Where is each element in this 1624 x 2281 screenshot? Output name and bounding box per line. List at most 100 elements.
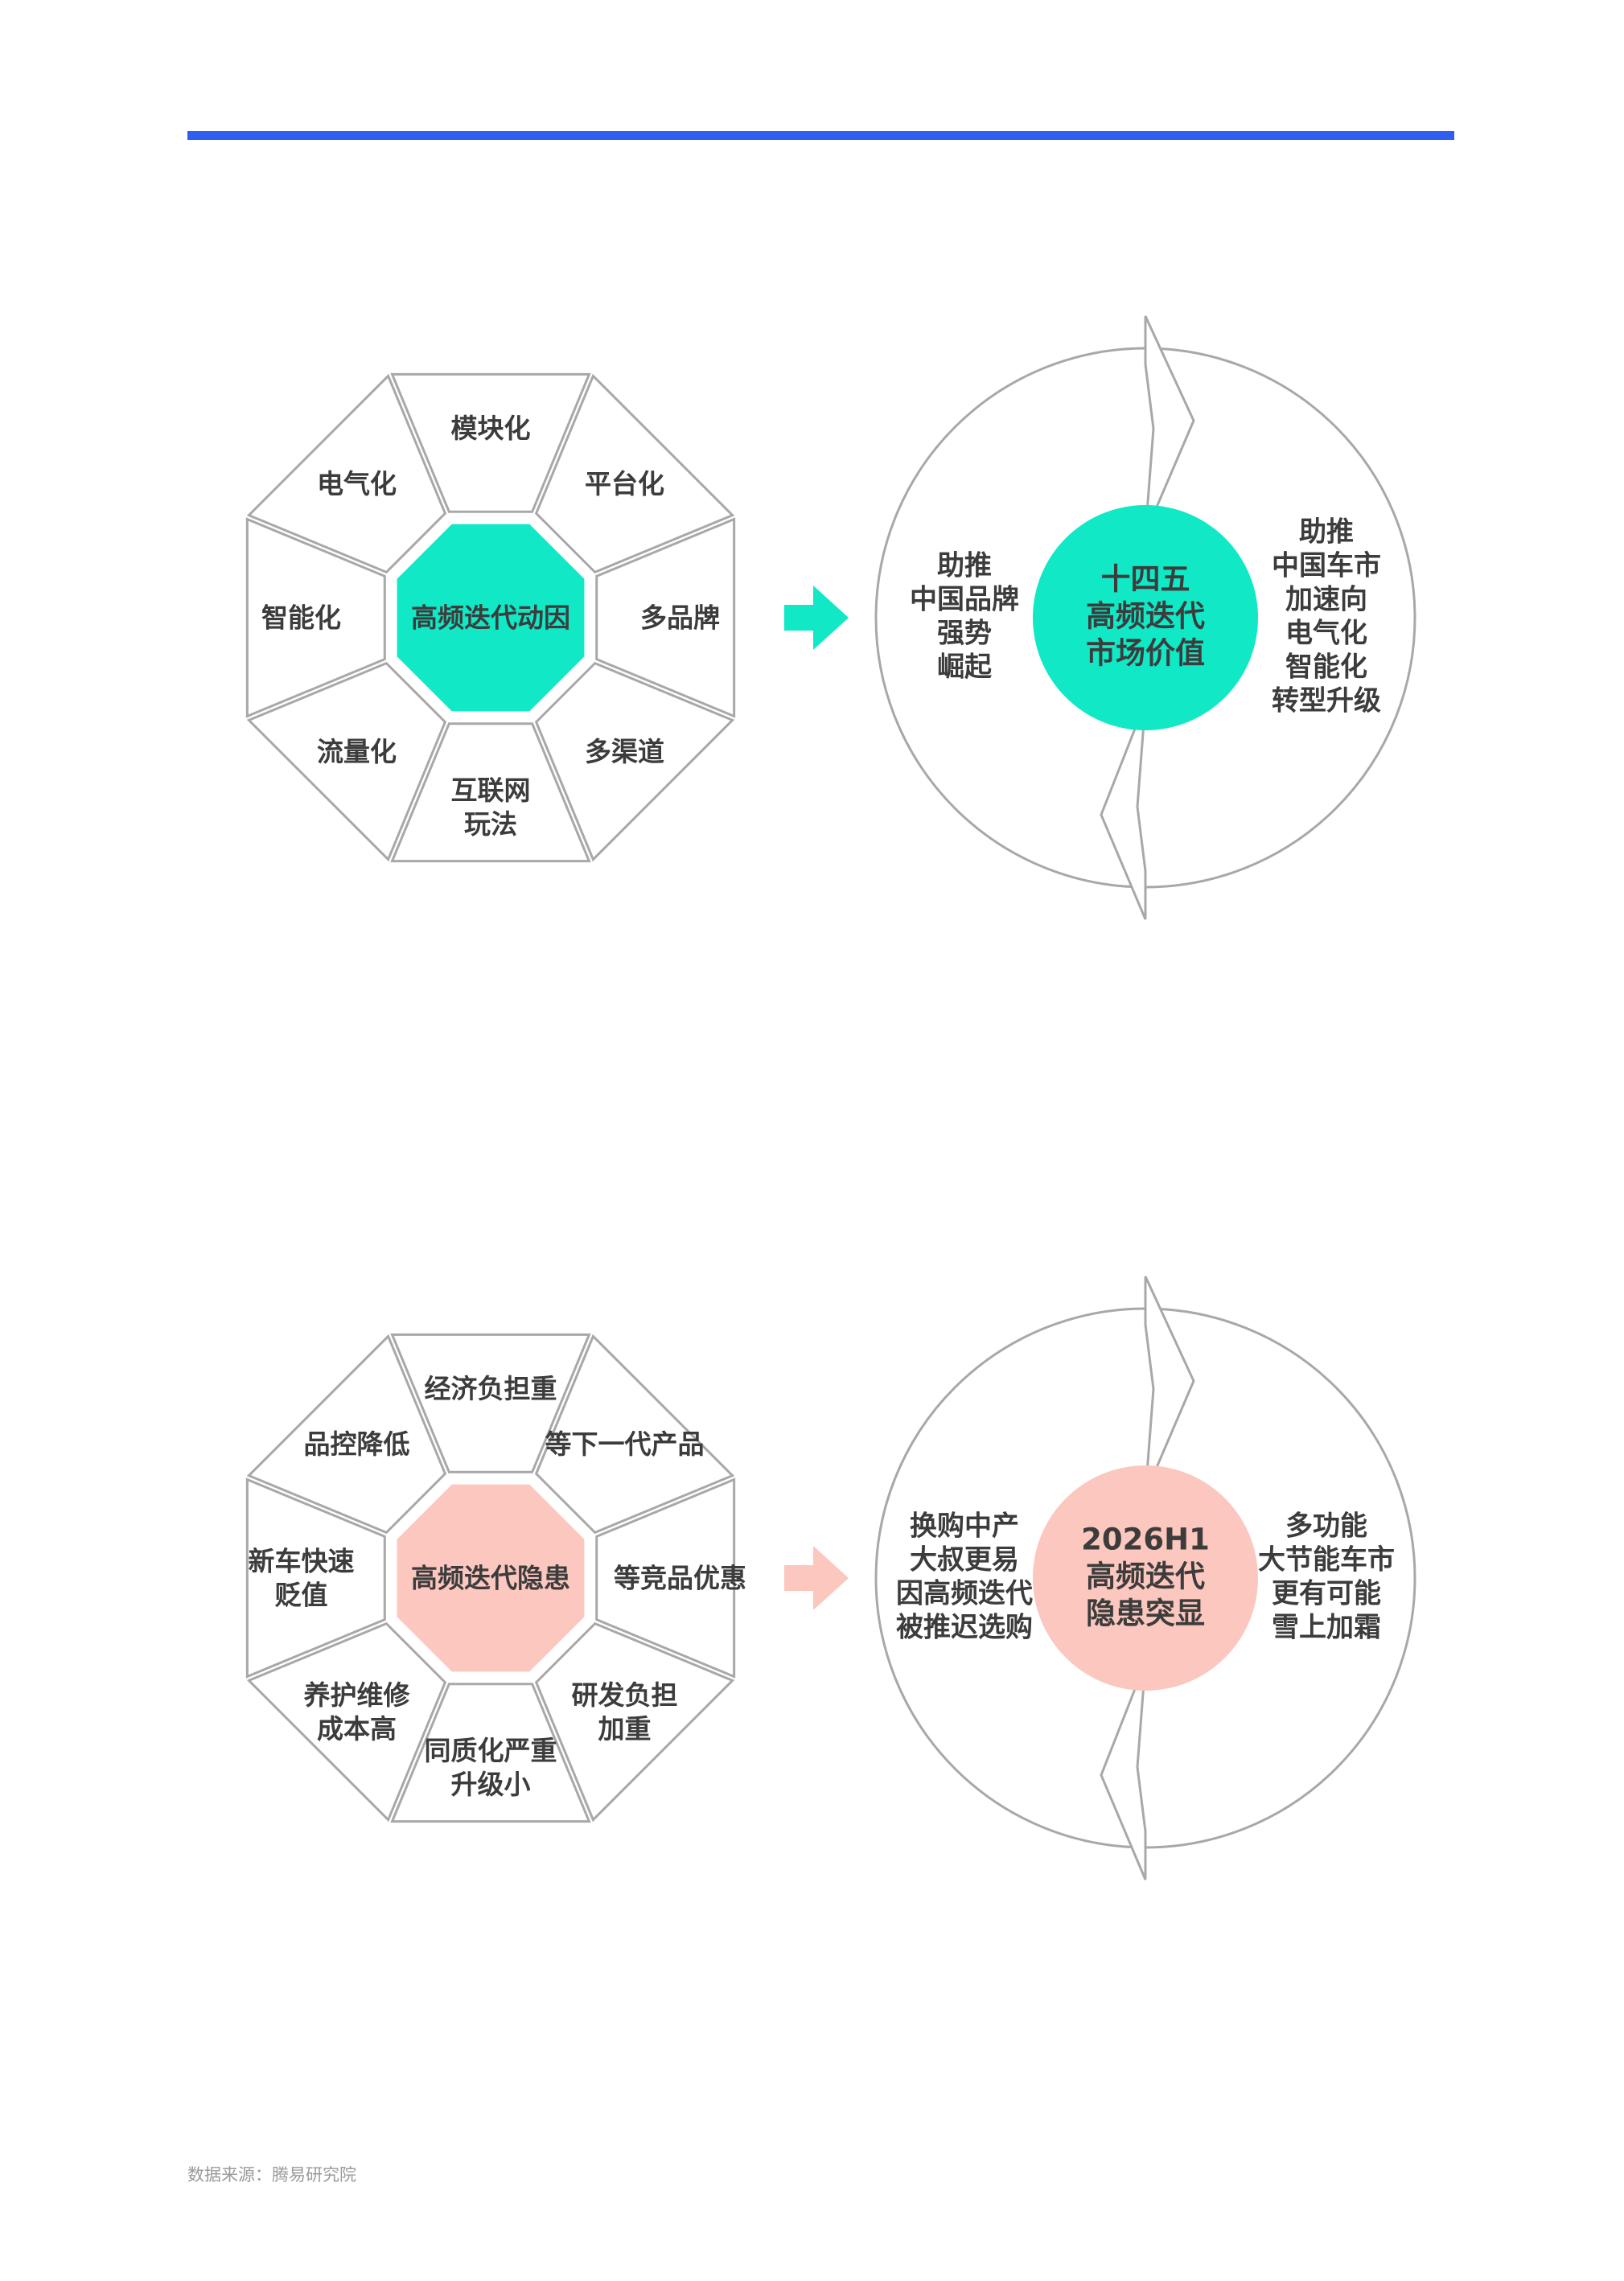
- segment-bottom-left-label: 流量化: [317, 736, 397, 767]
- segment-left-label: 智能化: [261, 602, 341, 634]
- segment-bottom: [390, 722, 591, 863]
- circle-left-text-line: 被推迟选购: [896, 1612, 1033, 1644]
- segment-bottom: [390, 1683, 591, 1823]
- segment-right: [595, 517, 736, 718]
- cycle-arrow-top-icon: [1144, 315, 1195, 534]
- circle-left-text-line: 换购中产: [910, 1510, 1019, 1543]
- center-circle: [1033, 505, 1258, 730]
- segment-left-label-line: 智能化: [261, 602, 341, 634]
- segment-top-label: 模块化: [451, 413, 531, 444]
- segment-bottom-right: [534, 661, 735, 862]
- segment-top: [390, 372, 591, 513]
- cycle-arrow-bottom-icon: [1100, 701, 1147, 920]
- segment-top-label-line: 经济负担重: [425, 1373, 557, 1404]
- center-octagon: [397, 524, 585, 712]
- center-label: 高频迭代隐患: [411, 1563, 570, 1594]
- segment-bottom-right-label-line: 加重: [598, 1713, 652, 1745]
- circle-right-text-line: 电气化: [1285, 618, 1367, 650]
- segment-top-right-label: 等下一代产品: [545, 1428, 705, 1460]
- circle-center-text-line: 高频迭代: [1086, 1560, 1205, 1594]
- circle-left-text-line: 大叔更易: [910, 1544, 1019, 1576]
- segment-top-left: [246, 373, 447, 574]
- panel-risks: 等竞品优惠研发负担加重同质化严重升级小养护维修成本高新车快速贬值品控降低经济负担…: [245, 1276, 1416, 1880]
- right-arrow-icon: [784, 1546, 849, 1610]
- circle-right-text-line: 加速向: [1285, 584, 1367, 616]
- segment-bottom-label-line: 同质化严重: [425, 1735, 557, 1766]
- segment-left: [245, 1478, 386, 1679]
- segment-top-right: [534, 373, 735, 574]
- top-accent-bar: [187, 131, 1454, 140]
- circle-right-text-line: 助推: [1299, 516, 1354, 549]
- segment-bottom-left-label-line: 成本高: [317, 1713, 397, 1745]
- circle-center-text-line: 十四五: [1101, 562, 1190, 597]
- segment-left-label-line: 新车快速: [249, 1546, 355, 1577]
- circle-left-text-line: 崛起: [937, 651, 993, 684]
- segment-bottom-label-line: 互联网: [451, 775, 531, 806]
- segment-top-right-label-line: 等下一代产品: [545, 1428, 705, 1460]
- segment-top-left-label: 品控降低: [303, 1428, 409, 1460]
- segment-top-label-line: 模块化: [451, 413, 531, 444]
- circle-left-text-line: 中国品牌: [910, 584, 1019, 616]
- segment-bottom-left: [246, 661, 447, 862]
- segment-bottom-left-label-line: 养护维修: [303, 1679, 410, 1711]
- segment-right-label: 等竞品优惠: [614, 1563, 746, 1594]
- cycle-arrow-top-icon: [1144, 1276, 1195, 1494]
- segment-top-left: [246, 1334, 447, 1535]
- circle-left-text-line: 强势: [937, 618, 992, 650]
- circle-right-text-line: 智能化: [1285, 651, 1367, 684]
- segment-bottom-right-label-line: 研发负担: [572, 1679, 678, 1711]
- segment-top-right-label: 平台化: [585, 468, 664, 499]
- center-octagon: [397, 1484, 585, 1672]
- segment-top-left-label-line: 电气化: [317, 468, 397, 499]
- circle-right-text-line: 大节能车市: [1258, 1544, 1395, 1576]
- segment-bottom-right-label-line: 多渠道: [585, 736, 664, 767]
- circle-right-text-line: 雪上加霜: [1272, 1612, 1381, 1644]
- segment-top-left-label: 电气化: [317, 468, 397, 499]
- circle-center-text-line: 高频迭代: [1086, 599, 1205, 634]
- circle-right-text-line: 中国车市: [1272, 550, 1381, 582]
- segment-left-label-line: 贬值: [275, 1580, 328, 1611]
- circle-center-text-line: 2026H1: [1081, 1523, 1210, 1557]
- segment-bottom-label-line: 玩法: [464, 808, 517, 840]
- circle-left-text-line: 因高频迭代: [896, 1578, 1033, 1610]
- segment-right-label-line: 等竞品优惠: [614, 1563, 746, 1594]
- panel-drivers: 多品牌多渠道互联网玩法流量化智能化电气化模块化平台化高频迭代动因十四五高频迭代市…: [245, 315, 1416, 920]
- segment-left: [245, 517, 386, 718]
- source-note: 数据来源：腾易研究院: [187, 2165, 356, 2184]
- circle-right-text-line: 多功能: [1285, 1510, 1367, 1543]
- segment-bottom-left-label-line: 流量化: [317, 736, 397, 767]
- cycle-arrow-bottom-icon: [1100, 1662, 1147, 1880]
- segment-right-label-line: 多品牌: [640, 602, 720, 634]
- segment-right-label: 多品牌: [640, 602, 720, 634]
- segment-top: [390, 1333, 591, 1473]
- segment-top-right-label-line: 平台化: [585, 468, 664, 499]
- circle-right-text-line: 转型升级: [1272, 685, 1381, 717]
- center-label: 高频迭代动因: [411, 602, 570, 634]
- circle-center-text-line: 市场价值: [1086, 636, 1205, 671]
- circle-left-text-line: 助推: [937, 550, 992, 582]
- segment-bottom-label-line: 升级小: [451, 1769, 531, 1800]
- segment-top-label: 经济负担重: [425, 1373, 557, 1404]
- segment-bottom-right: [534, 1621, 735, 1823]
- center-circle: [1033, 1465, 1258, 1691]
- segment-top-right: [534, 1334, 735, 1535]
- segment-right: [595, 1478, 736, 1679]
- segment-top-left-label-line: 品控降低: [303, 1428, 409, 1460]
- circle-right-text-line: 更有可能: [1272, 1578, 1381, 1610]
- right-arrow-icon: [784, 586, 849, 650]
- circle-center-text-line: 隐患突显: [1086, 1597, 1205, 1631]
- segment-bottom-right-label: 多渠道: [585, 736, 664, 767]
- segment-bottom-left: [246, 1621, 447, 1823]
